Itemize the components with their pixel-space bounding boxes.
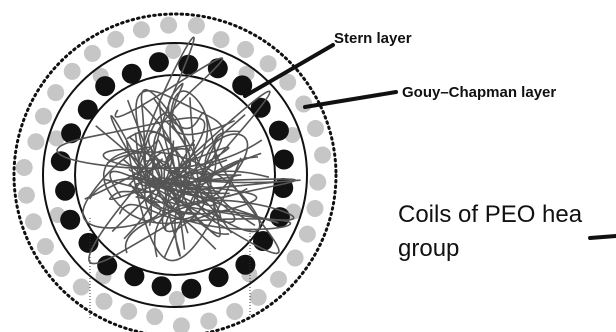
diffuse-ion: [295, 96, 312, 113]
diffuse-ion: [309, 174, 326, 191]
diffuse-ion: [213, 31, 230, 48]
stern-ion: [152, 276, 172, 296]
diffuse-ion: [18, 187, 35, 204]
diffuse-ion: [287, 250, 304, 267]
diffuse-ion: [270, 271, 287, 288]
diffuse-ion: [73, 279, 90, 296]
diffuse-ion: [250, 289, 267, 306]
diffuse-ion: [16, 159, 33, 176]
stern-ion: [274, 150, 294, 170]
stern-ion: [55, 181, 75, 201]
diffuse-ion: [200, 313, 217, 330]
stern-ion: [209, 267, 229, 287]
gouy-chapman-layer-label: Gouy–Chapman layer: [402, 84, 556, 101]
diffuse-ion: [307, 200, 324, 217]
diffuse-ion: [260, 55, 277, 72]
diffuse-ion: [133, 21, 150, 38]
diffuse-ion: [299, 226, 316, 243]
diffuse-ion: [169, 291, 185, 307]
peo-pointer-line: [590, 236, 616, 238]
diffuse-ion: [53, 260, 70, 277]
peo-coils-label-line2: group: [398, 235, 459, 262]
stern-ion: [95, 76, 115, 96]
stern-ion: [149, 52, 169, 72]
diffuse-ion: [27, 133, 44, 150]
gouy-pointer-line: [305, 92, 396, 107]
gouy-chapman-ions: [16, 17, 331, 332]
peo-coils-label-line1: Coils of PEO hea: [398, 201, 583, 228]
diffuse-ion: [165, 43, 181, 59]
diffuse-ion: [64, 63, 81, 80]
diffuse-ion: [160, 17, 177, 34]
diffuse-ion: [237, 41, 254, 58]
diffuse-ion: [84, 45, 101, 62]
diffuse-ion: [314, 147, 331, 164]
stern-ion: [208, 58, 228, 78]
stern-ion: [60, 210, 80, 230]
diffuse-ion: [307, 120, 324, 137]
diffuse-ion: [146, 308, 163, 325]
diffuse-ion: [35, 108, 52, 125]
stern-ion: [97, 255, 117, 275]
diffuse-ion: [25, 213, 42, 230]
diffuse-ion: [226, 303, 243, 320]
diffuse-ion: [173, 317, 190, 332]
diffuse-ion: [37, 238, 54, 255]
stern-layer-label: Stern layer: [334, 30, 412, 47]
diffuse-ion: [47, 84, 64, 101]
diffuse-ion: [107, 31, 124, 48]
stern-ion: [181, 279, 201, 299]
stern-ion: [269, 121, 289, 141]
stern-ion: [235, 255, 255, 275]
diffuse-ion: [120, 303, 137, 320]
diffuse-ion: [188, 17, 205, 34]
diffuse-ion: [96, 293, 113, 310]
